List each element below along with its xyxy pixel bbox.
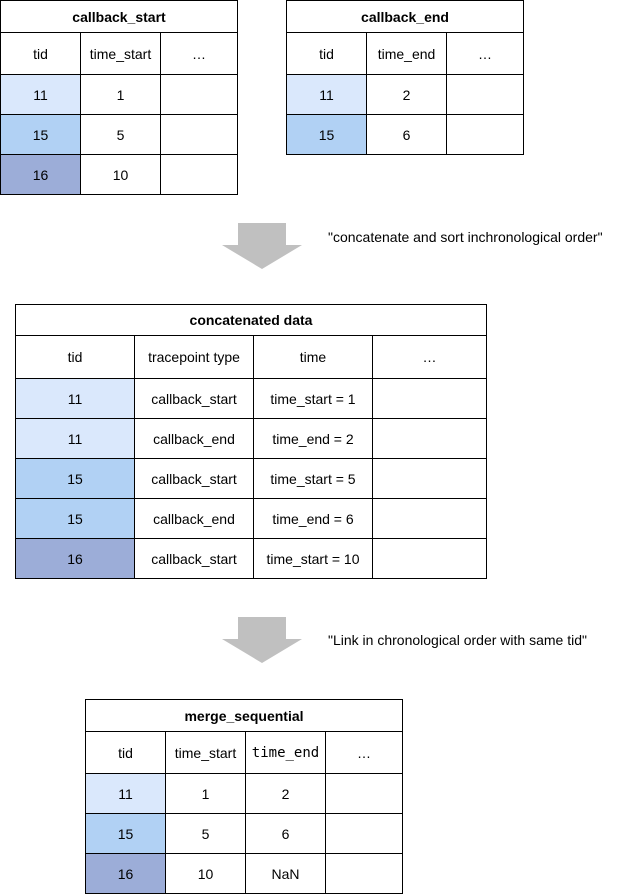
empty-cell (160, 114, 238, 155)
tid-cell: 11 (0, 74, 81, 115)
step-caption: "concatenate and sort inchronological or… (328, 229, 603, 245)
tid-cell: 11 (85, 773, 166, 814)
table-row: 11 1 2 (85, 773, 403, 814)
table-title: concatenated data (15, 304, 487, 336)
type-cell: callback_end (134, 418, 254, 459)
time-cell: time_start = 5 (253, 458, 373, 499)
value-cell: 6 (366, 114, 447, 155)
empty-cell (372, 538, 487, 579)
tid-cell: 15 (286, 114, 367, 155)
concatenated-data-table: concatenated data tid tracepoint type ti… (15, 304, 487, 579)
table-row: 15 callback_start time_start = 5 (15, 458, 487, 499)
time-cell: time_start = 1 (253, 378, 373, 419)
empty-cell (372, 498, 487, 539)
column-header: time_start (80, 32, 161, 75)
empty-cell (325, 813, 403, 854)
value-cell: 5 (80, 114, 161, 155)
empty-cell (372, 458, 487, 499)
merge-sequential-table: merge_sequential tid time_start time_end… (85, 699, 403, 894)
column-header: … (372, 335, 487, 379)
empty-cell (160, 154, 238, 195)
tid-cell: 16 (85, 853, 166, 894)
time-cell: time_start = 10 (253, 538, 373, 579)
start-cell: 5 (165, 813, 246, 854)
table-title: merge_sequential (85, 699, 403, 732)
column-header: … (325, 731, 403, 774)
column-header: time (253, 335, 373, 379)
value-cell: 2 (366, 74, 447, 115)
column-header: time_start (165, 731, 246, 774)
column-header: … (160, 32, 238, 75)
column-header: time_end (366, 32, 447, 75)
column-header: tid (15, 335, 135, 379)
type-cell: callback_start (134, 378, 254, 419)
value-cell: 1 (80, 74, 161, 115)
column-header: tid (85, 731, 166, 774)
table-row: 16 10 NaN (85, 853, 403, 894)
callback-end-table: callback_end tid time_end … 11 2 15 6 (285, 0, 525, 155)
empty-cell (325, 773, 403, 814)
tid-cell: 15 (0, 114, 81, 155)
column-header: tid (286, 32, 367, 75)
empty-cell (372, 378, 487, 419)
table-title: callback_end (285, 0, 525, 33)
tid-cell: 15 (15, 498, 135, 539)
empty-cell (445, 74, 525, 115)
table-row: 15 callback_end time_end = 6 (15, 498, 487, 539)
step-caption: "Link in chronological order with same t… (328, 632, 587, 648)
start-cell: 10 (165, 853, 246, 894)
column-header: tracepoint type (134, 335, 254, 379)
column-header: time_end (245, 731, 326, 774)
empty-cell (445, 114, 525, 155)
table-row: 15 5 6 (85, 813, 403, 854)
tid-cell: 11 (286, 74, 367, 115)
time-cell: time_end = 6 (253, 498, 373, 539)
end-cell: 2 (245, 773, 326, 814)
tid-cell: 16 (0, 154, 81, 195)
tid-cell: 15 (85, 813, 166, 854)
empty-cell (160, 74, 238, 115)
type-cell: callback_start (134, 538, 254, 579)
time-cell: time_end = 2 (253, 418, 373, 459)
column-header: tid (0, 32, 81, 75)
down-arrow-icon (222, 223, 302, 269)
column-header: … (445, 32, 525, 75)
tid-cell: 11 (15, 378, 135, 419)
tid-cell: 16 (15, 538, 135, 579)
table-row: 11 2 (286, 74, 525, 115)
end-cell: 6 (245, 813, 326, 854)
table-row: 11 callback_end time_end = 2 (15, 418, 487, 459)
empty-cell (372, 418, 487, 459)
callback-start-table: callback_start tid time_start … 11 1 15 … (0, 0, 238, 195)
type-cell: callback_end (134, 498, 254, 539)
table-row: 15 5 (0, 114, 238, 155)
empty-cell (325, 853, 403, 894)
down-arrow-icon (222, 617, 302, 663)
table-row: 16 10 (0, 154, 238, 195)
end-cell: NaN (245, 853, 326, 894)
tid-cell: 11 (15, 418, 135, 459)
table-row: 11 callback_start time_start = 1 (15, 378, 487, 419)
start-cell: 1 (165, 773, 246, 814)
table-row: 11 1 (0, 74, 238, 115)
table-title: callback_start (0, 0, 238, 33)
table-row: 16 callback_start time_start = 10 (15, 538, 487, 579)
type-cell: callback_start (134, 458, 254, 499)
tid-cell: 15 (15, 458, 135, 499)
value-cell: 10 (80, 154, 161, 195)
table-row: 15 6 (286, 114, 525, 155)
